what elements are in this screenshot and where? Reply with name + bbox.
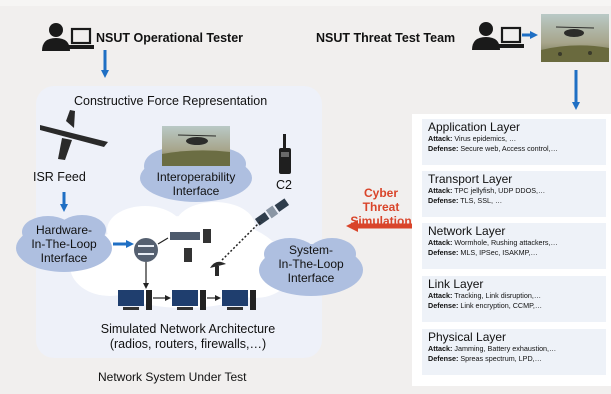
layer-attack: Virus epidemics, … (454, 134, 517, 143)
dotted-link (221, 219, 263, 261)
layer-physical: Physical Layer Attack: Jamming, Battery … (422, 329, 606, 375)
router-icon (134, 238, 158, 262)
top-strip (0, 0, 611, 6)
nsut-label: Network System Under Test (98, 370, 247, 384)
layer-defense: Link encryption, CCMP,… (460, 301, 543, 310)
layer-title: Application Layer (428, 120, 521, 134)
layer-defense: TLS, SSL, … (460, 196, 503, 205)
drone-icon (40, 110, 108, 160)
handheld-icon-1 (203, 229, 211, 243)
dish-icon (210, 261, 226, 276)
computer-icon-1 (118, 290, 152, 310)
layer-title: Transport Layer (428, 172, 513, 186)
layer-title: Physical Layer (428, 330, 507, 344)
sitl-cloud (259, 238, 363, 296)
handheld-icon-2 (184, 248, 192, 262)
layer-application: Application Layer Attack: Virus epidemic… (422, 119, 606, 165)
hitl-cloud (16, 215, 112, 272)
isr-feed-label: ISR Feed (33, 170, 86, 184)
radio-icon (279, 134, 291, 174)
computer-icon-2 (172, 290, 206, 310)
layer-network: Network Layer Attack: Wormhole, Rushing … (422, 223, 606, 269)
computer-icon-3 (222, 290, 256, 310)
satellite-icon (254, 198, 290, 226)
helicopter-photo (162, 126, 230, 166)
layer-attack: TPC jellyfish, UDP DDOS,… (454, 186, 546, 195)
layer-title: Network Layer (428, 224, 506, 238)
router-switch-link (157, 237, 169, 245)
threat-team-label: NSUT Threat Test Team (316, 31, 456, 45)
threat-operator-icon (472, 22, 524, 50)
layer-attack: Jamming, Battery exhaustion,… (454, 344, 557, 353)
switch-icon (170, 232, 200, 240)
layer-transport: Transport Layer Attack: TPC jellyfish, U… (422, 171, 606, 217)
layer-link: Link Layer Attack: Tracking, Link disrup… (422, 276, 606, 322)
layer-defense: Secure web, Access control,… (460, 144, 558, 153)
layer-attack: Tracking, Link disruption,… (454, 291, 542, 300)
layer-defense: MLS, IPSec, ISAKMP,… (460, 248, 538, 257)
operator-icon (42, 23, 94, 51)
simulated-network-label: Simulated Network Architecture(radios, r… (100, 322, 276, 351)
operational-tester-label: NSUT Operational Tester (96, 31, 244, 45)
c2-label: C2 (276, 178, 292, 192)
threat-photo (541, 14, 609, 62)
layer-attack: Wormhole, Rushing attackers,… (454, 238, 558, 247)
layer-title: Link Layer (428, 277, 484, 291)
layer-defense: Spreas spectrum, LPD,… (460, 354, 542, 363)
constructive-force-label: Constructive Force Representation (74, 94, 268, 108)
